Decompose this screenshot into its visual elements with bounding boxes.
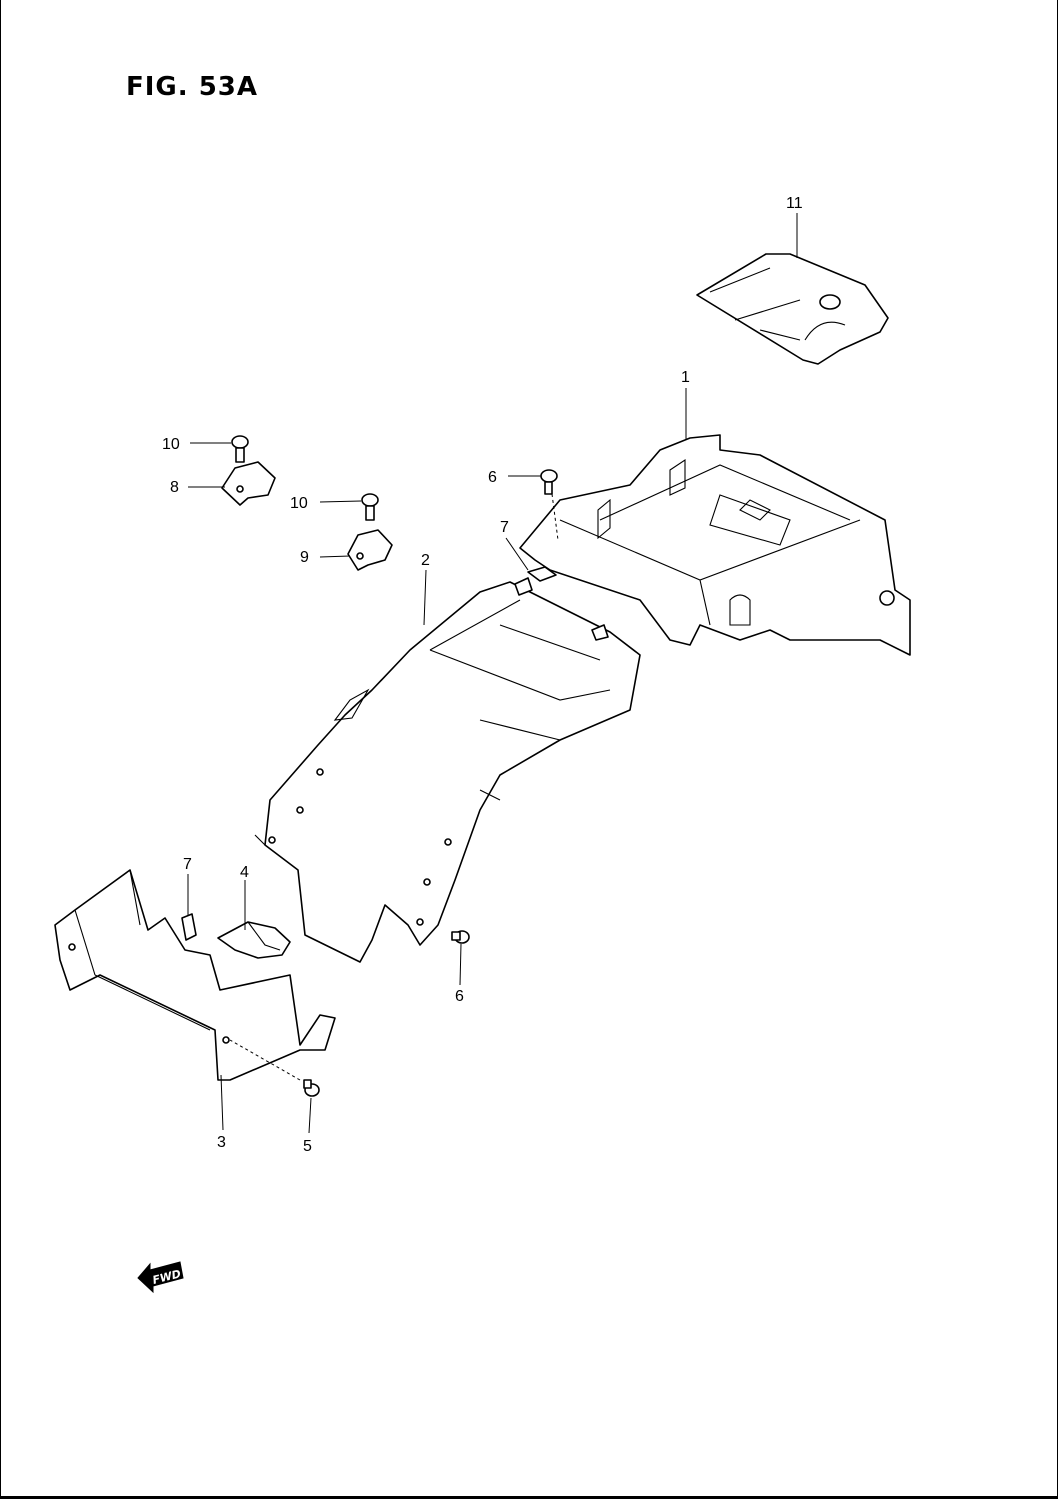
callout-10-a: 10 (162, 436, 180, 453)
callout-11: 11 (786, 195, 803, 212)
callout-9: 9 (300, 549, 309, 566)
callout-7-lower: 7 (183, 856, 192, 873)
figure-title: FIG. 53A (126, 72, 259, 102)
part-3-lower-guard (54, 869, 336, 1081)
callout-7-upper: 7 (500, 519, 509, 536)
callout-10-b: 10 (290, 495, 308, 512)
part-4-plate (217, 921, 291, 959)
callout-8: 8 (170, 479, 179, 496)
part-11-cover (696, 253, 889, 365)
part-2-fender (254, 577, 641, 963)
callout-6-lower: 6 (455, 988, 464, 1005)
part-8-bracket (221, 461, 276, 506)
callout-1: 1 (681, 369, 690, 386)
part-9-bracket (347, 529, 393, 571)
callout-labels: 11 1 2 3 4 5 6 6 7 7 8 9 10 10 (162, 195, 803, 1155)
part-7-clip-lower (181, 913, 197, 941)
part-1-rear-tray (519, 434, 911, 656)
callout-2: 2 (421, 552, 430, 569)
callout-3: 3 (217, 1134, 226, 1151)
part-7-clip-upper (527, 566, 557, 582)
leader-lines (187, 213, 798, 1134)
callout-6-upper: 6 (488, 469, 497, 486)
callout-5: 5 (303, 1138, 312, 1155)
part-10-screw-a (231, 435, 249, 463)
forward-arrow-icon: FWD (137, 1261, 184, 1294)
part-10-screw-b (361, 493, 379, 521)
callout-4: 4 (240, 864, 249, 881)
part-6-screw-lower (451, 930, 470, 944)
part-5-screw (229, 1039, 320, 1097)
